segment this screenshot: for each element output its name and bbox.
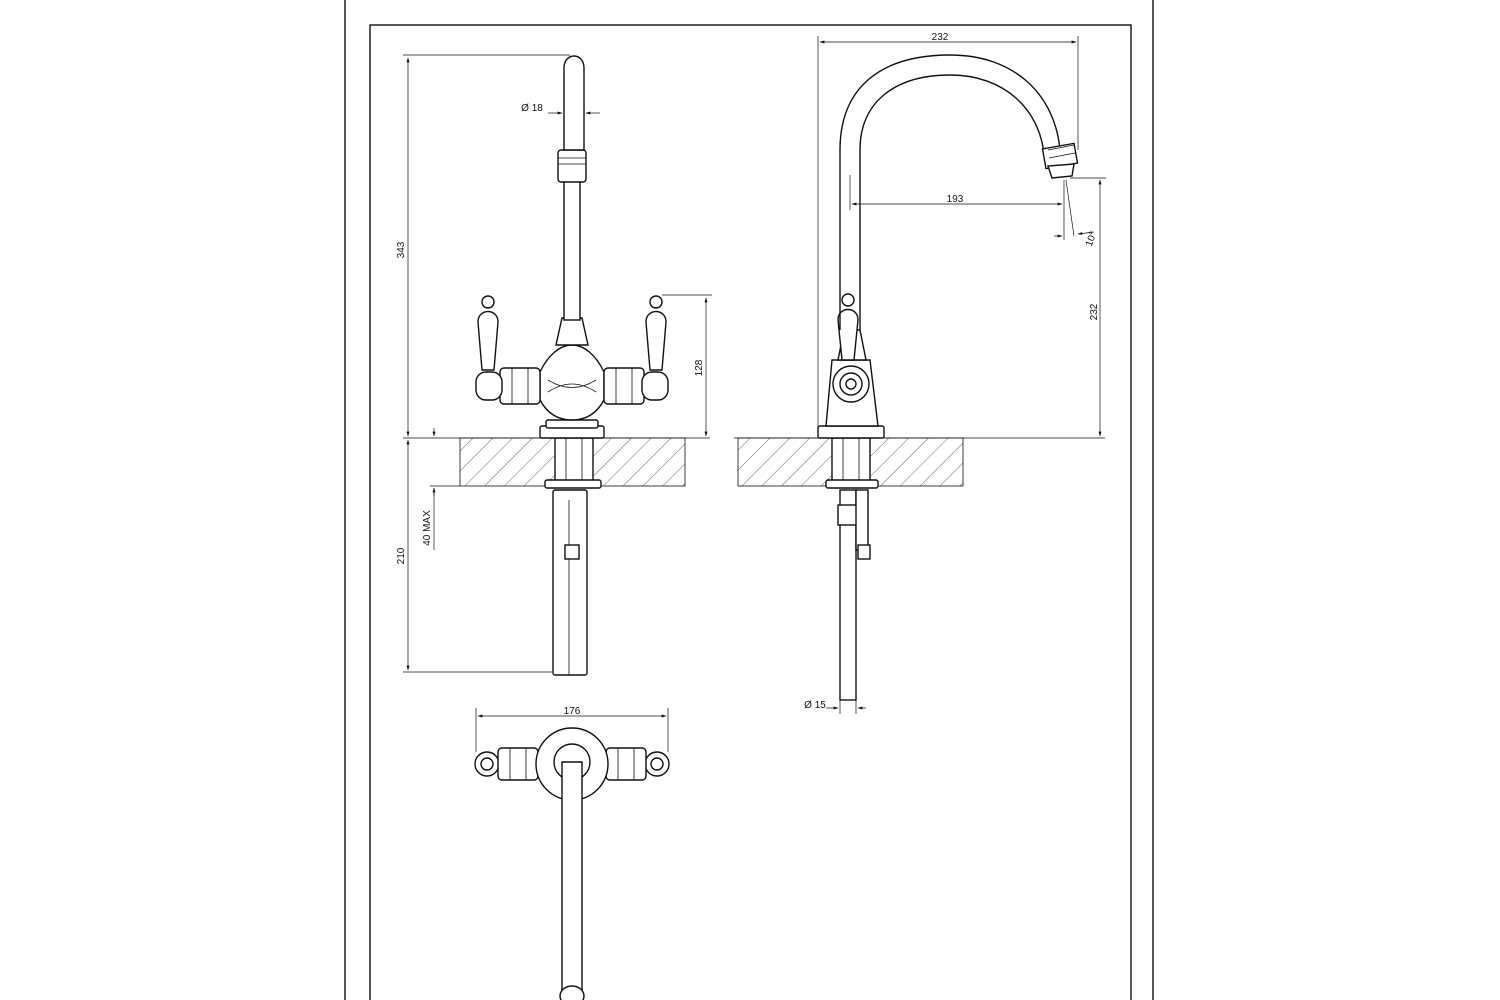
sheet-frame [344,0,1154,1000]
top-view: 176 [474,706,670,1000]
right-lever-handle [645,310,667,371]
dim-spout-reach-total: 232 [932,32,949,43]
dim-spout-angle: 10° [1084,230,1100,248]
dim-spout-diameter: Ø 18 [521,103,543,114]
dim-handle-span: 176 [564,706,581,717]
dim-below-deck: 210 [396,547,407,564]
dim-spout-reach: 193 [947,194,964,205]
left-lever-handle [477,310,499,371]
dim-supply-diameter: Ø 15 [804,700,826,711]
dim-handle-height: 128 [694,359,705,376]
side-view: 232 193 10° 232 Ø 15 [734,32,1106,714]
dim-deck-thickness: 40 MAX [422,510,433,546]
side-lever-handle [837,308,859,361]
dim-overall-height: 343 [396,241,407,258]
front-view: 343 Ø 18 128 210 40 MAX [396,54,712,676]
dim-spout-height: 232 [1089,303,1100,320]
